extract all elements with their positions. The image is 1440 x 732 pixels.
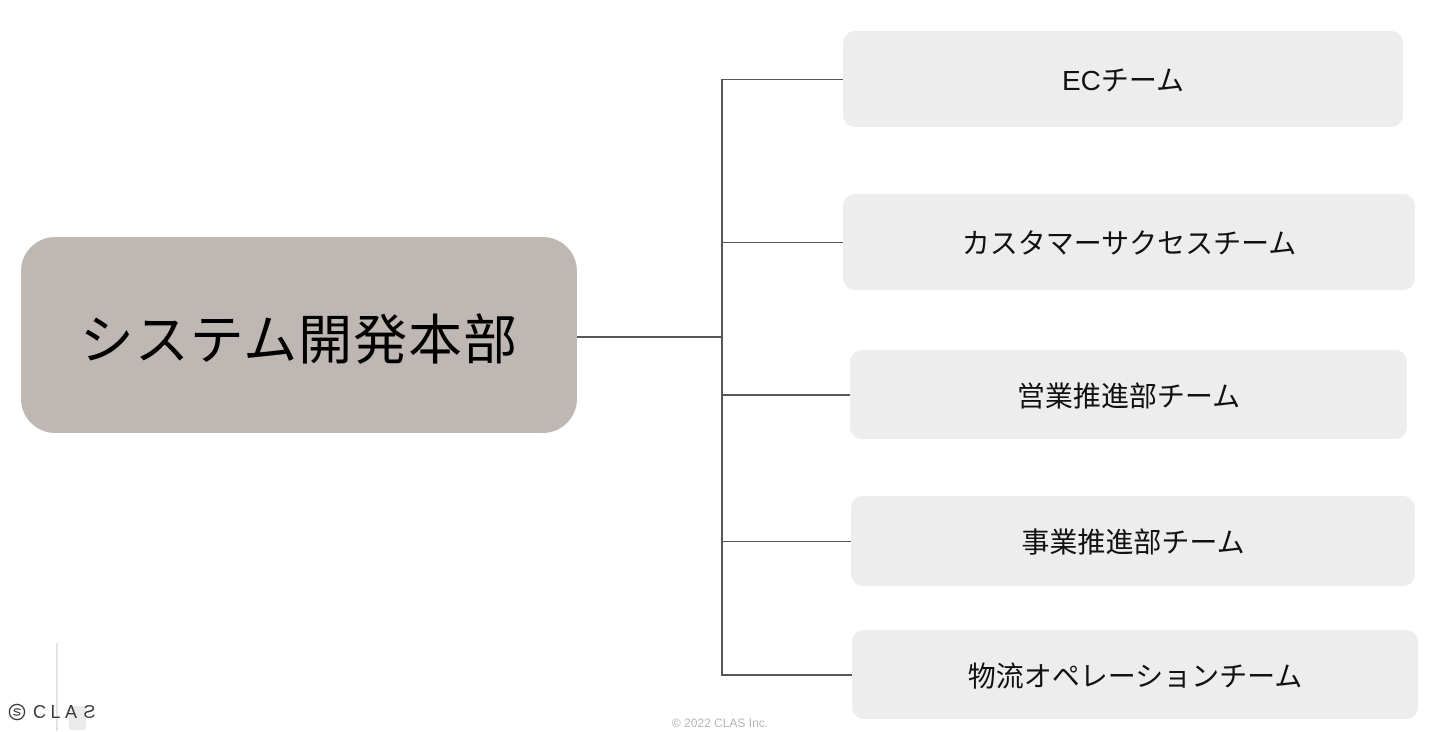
- decor-vertical-line: [56, 643, 58, 731]
- team-node-label: 事業推進部チーム: [1021, 527, 1245, 558]
- root-node-label: システム開発本部: [79, 310, 519, 371]
- clas-circle-s-icon: [8, 703, 26, 721]
- team-node-sales-promotion: 営業推進部チーム: [850, 350, 1407, 439]
- clas-logo: CLAS: [8, 700, 95, 724]
- team-node-label: 物流オペレーションチーム: [967, 660, 1303, 692]
- team-node-ec: ECチーム: [843, 31, 1403, 127]
- team-node-customer-success: カスタマーサクセスチーム: [843, 194, 1415, 290]
- team-node-label: カスタマーサクセスチーム: [961, 228, 1297, 259]
- clas-logo-text-cla: CLA: [33, 702, 82, 722]
- decor-gray-smudge: [69, 706, 86, 730]
- clas-logo-text-s: S: [78, 702, 96, 722]
- team-node-label: 営業推進部チーム: [1016, 380, 1241, 412]
- copyright-text: © 2022 CLAS Inc.: [671, 716, 769, 730]
- connector-branch-4: [721, 540, 852, 542]
- connector-branch-2: [721, 241, 844, 243]
- connector-branch-1: [721, 78, 844, 80]
- team-node-business-promotion: 事業推進部チーム: [851, 496, 1415, 586]
- team-node-label: ECチーム: [1061, 65, 1185, 96]
- connector-branch-3: [721, 394, 851, 396]
- connector-trunk: [721, 79, 723, 675]
- root-node-system-development: システム開発本部: [21, 237, 577, 433]
- team-node-logistics-operation: 物流オペレーションチーム: [852, 630, 1418, 719]
- clas-logo-text: CLAS: [33, 702, 96, 722]
- connector-branch-5: [721, 674, 853, 676]
- connector-root-stem: [577, 336, 723, 338]
